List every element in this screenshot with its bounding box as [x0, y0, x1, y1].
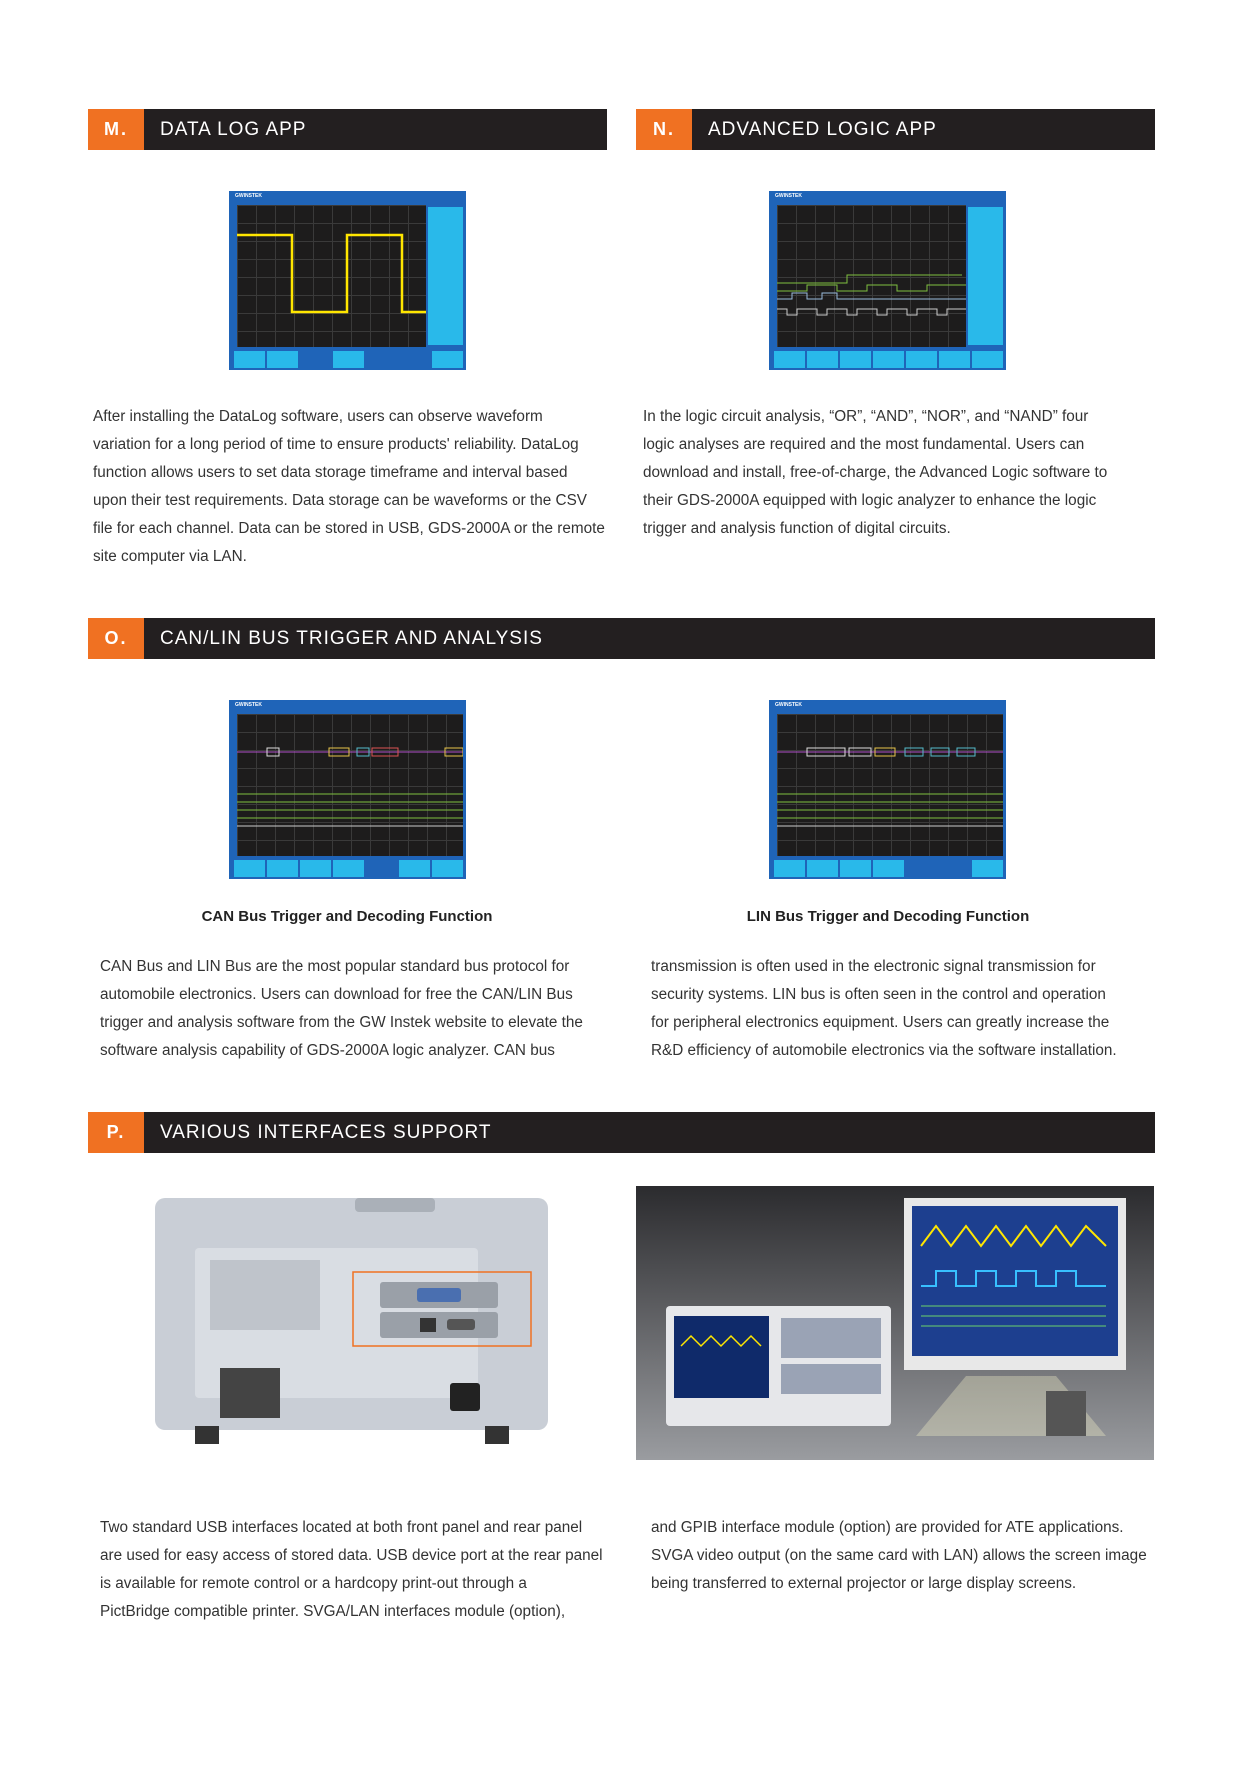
text-line: variation for a long period of time to e…	[93, 436, 579, 453]
lin-bus-traces	[777, 747, 1003, 827]
text-line: SVGA video output (on the same card with…	[651, 1547, 1147, 1564]
section-letter: P.	[88, 1112, 144, 1153]
logic-traces	[777, 274, 966, 316]
text-line: download and install, free-of-charge, th…	[643, 464, 1108, 481]
section-letter: M.	[88, 109, 144, 150]
advanced-logic-description: In the logic circuit analysis, “OR”, “AN…	[643, 403, 1107, 543]
text-line: software analysis capability of GDS-2000…	[100, 1042, 555, 1059]
rear-panel-photo	[155, 1198, 548, 1444]
advanced-logic-screenshot: GWINSTEK	[769, 191, 1006, 370]
text-line: After installing the DataLog software, u…	[93, 408, 543, 425]
text-line: is available for remote control or a har…	[100, 1575, 527, 1592]
interfaces-description-left: Two standard USB interfaces located at b…	[100, 1514, 603, 1626]
text-line: PictBridge compatible printer. SVGA/LAN …	[100, 1603, 566, 1620]
section-title: VARIOUS INTERFACES SUPPORT	[160, 1122, 492, 1143]
text-line: being transferred to external projector …	[651, 1575, 1077, 1592]
can-lin-description-left: CAN Bus and LIN Bus are the most popular…	[100, 953, 583, 1065]
text-line: logic analyses are required and the most…	[643, 436, 1085, 453]
section-header-interfaces: P. VARIOUS INTERFACES SUPPORT	[88, 1112, 1155, 1153]
text-line: file for each channel. Data can be store…	[93, 520, 605, 537]
lin-caption: LIN Bus Trigger and Decoding Function	[746, 908, 1030, 925]
interfaces-description-right: and GPIB interface module (option) are p…	[651, 1514, 1147, 1598]
text-line: R&D efficiency of automobile electronics…	[651, 1042, 1117, 1059]
scope-brand: GWINSTEK	[235, 702, 262, 708]
can-bus-screenshot: GWINSTEK	[229, 700, 466, 879]
section-letter: O.	[88, 618, 144, 659]
can-lin-description-right: transmission is often used in the electr…	[651, 953, 1117, 1065]
text-line: trigger and analysis function of digital…	[643, 520, 951, 537]
text-line: transmission is often used in the electr…	[651, 958, 1096, 975]
section-header-can-lin: O. CAN/LIN BUS TRIGGER AND ANALYSIS	[88, 618, 1155, 659]
section-title: CAN/LIN BUS TRIGGER AND ANALYSIS	[160, 628, 543, 649]
projector-display-photo	[636, 1186, 1154, 1460]
text-line: function allows users to set data storag…	[93, 464, 568, 481]
text-line: site computer via LAN.	[93, 548, 247, 565]
section-header-advanced-logic: N. ADVANCED LOGIC APP	[636, 109, 1155, 150]
scope-brand: GWINSTEK	[235, 193, 262, 199]
section-letter: N.	[636, 109, 692, 150]
section-title: ADVANCED LOGIC APP	[708, 119, 937, 140]
datalog-screenshot: GWINSTEK	[229, 191, 466, 370]
text-line: Two standard USB interfaces located at b…	[100, 1519, 583, 1536]
lin-bus-screenshot: GWINSTEK	[769, 700, 1006, 879]
text-line: their GDS-2000A equipped with logic anal…	[643, 492, 1097, 509]
section-header-data-log: M. DATA LOG APP	[88, 109, 607, 150]
can-bus-traces	[237, 747, 463, 827]
can-caption: CAN Bus Trigger and Decoding Function	[201, 908, 493, 925]
text-line: security systems. LIN bus is often seen …	[651, 986, 1106, 1003]
text-line: CAN Bus and LIN Bus are the most popular…	[100, 958, 570, 975]
text-line: for peripheral electronics equipment. Us…	[651, 1014, 1110, 1031]
text-line: automobile electronics. Users can downlo…	[100, 986, 573, 1003]
text-line: trigger and analysis software from the G…	[100, 1014, 583, 1031]
scope-brand: GWINSTEK	[775, 193, 802, 199]
text-line: In the logic circuit analysis, “OR”, “AN…	[643, 408, 1089, 425]
text-line: and GPIB interface module (option) are p…	[651, 1519, 1124, 1536]
text-line: are used for easy access of stored data.…	[100, 1547, 603, 1564]
section-title: DATA LOG APP	[160, 119, 307, 140]
square-wave	[237, 233, 426, 314]
datalog-description: After installing the DataLog software, u…	[93, 403, 605, 571]
scope-brand: GWINSTEK	[775, 702, 802, 708]
text-line: upon their test requirements. Data stora…	[93, 492, 587, 509]
